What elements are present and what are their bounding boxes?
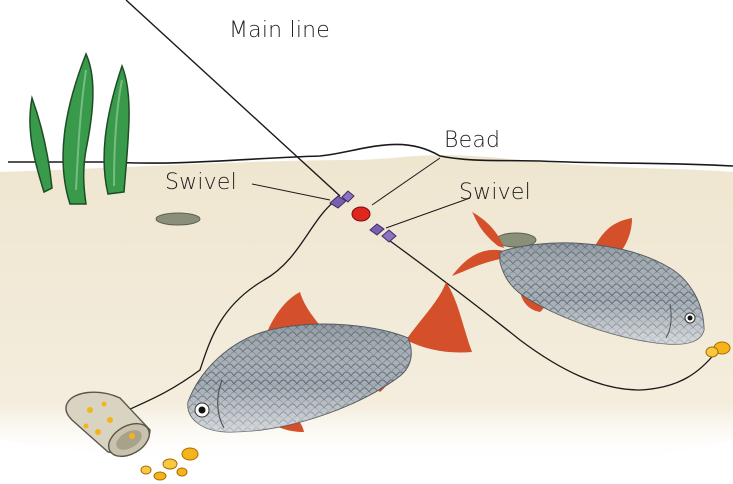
swivel-left-label: Swivel [165, 170, 237, 195]
bead-label: Bead [444, 128, 500, 153]
swivel-right-label: Swivel [459, 180, 531, 205]
pebble-icon [156, 213, 200, 225]
main-line-label: Main line [229, 18, 330, 43]
bead-icon [352, 207, 370, 221]
weed-plant-icon [30, 54, 129, 204]
